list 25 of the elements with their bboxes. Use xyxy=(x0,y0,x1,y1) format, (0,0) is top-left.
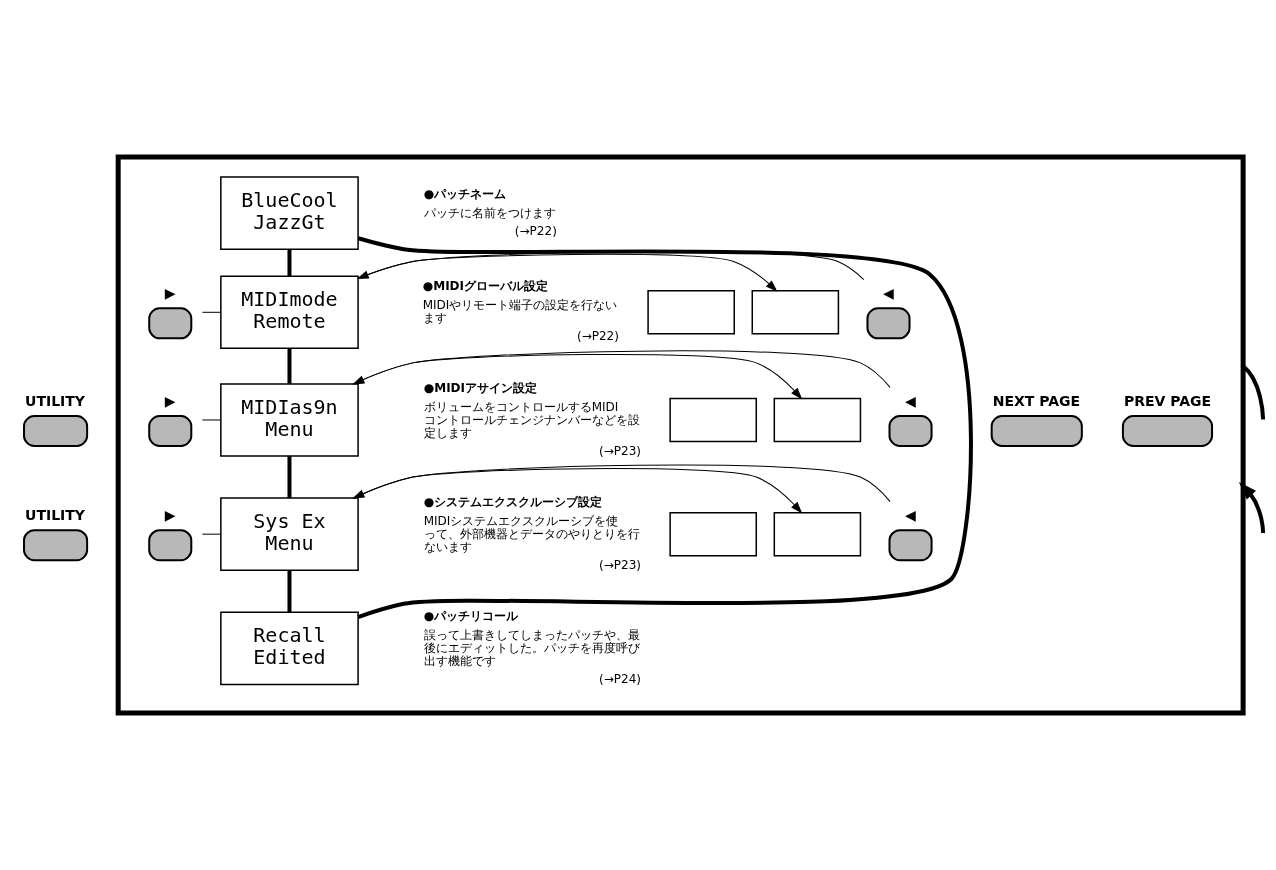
label: 誤って上書きしてしまったパッチや、最後にエディットした。パッチを再度呼び出す機能です xyxy=(423,627,640,668)
node-label: UTILITY xyxy=(25,507,86,524)
node-label: UTILITY xyxy=(25,393,86,410)
label: MIDIシステムエクスクルーシブを使って、外部機器とデータのやりとりを行ないます xyxy=(423,513,640,554)
node-label: NEXT PAGE xyxy=(992,393,1081,410)
node-label: ◀ xyxy=(905,393,916,410)
node-label: ▶ xyxy=(164,393,176,410)
label: (→P22) xyxy=(514,223,557,238)
label: ●システムエクスクルーシブ設定 xyxy=(423,494,603,509)
node-label: ▶ xyxy=(164,285,176,302)
node-label: ◀ xyxy=(882,285,894,302)
label: ●パッチリコール xyxy=(423,608,519,623)
label: ボリュームをコントロールするMIDIコントロールチェンジナンバーなどを設定します xyxy=(423,399,640,440)
label: (→P24) xyxy=(599,672,641,687)
node-label: ◀ xyxy=(905,507,916,524)
node-label: ▶ xyxy=(164,507,176,524)
label: (→P23) xyxy=(599,557,641,572)
label: パッチに名前をつけます xyxy=(423,205,556,220)
label: ●MIDIアサイン設定 xyxy=(423,380,538,395)
node-label: PREV PAGE xyxy=(1123,393,1212,410)
label: ●パッチネーム xyxy=(423,186,507,201)
label: (→P22) xyxy=(576,328,619,343)
label: MIDIやリモート端子の設定を行ないます xyxy=(422,297,618,325)
label: ●MIDIグローバル設定 xyxy=(422,278,549,293)
label: (→P23) xyxy=(599,443,641,458)
